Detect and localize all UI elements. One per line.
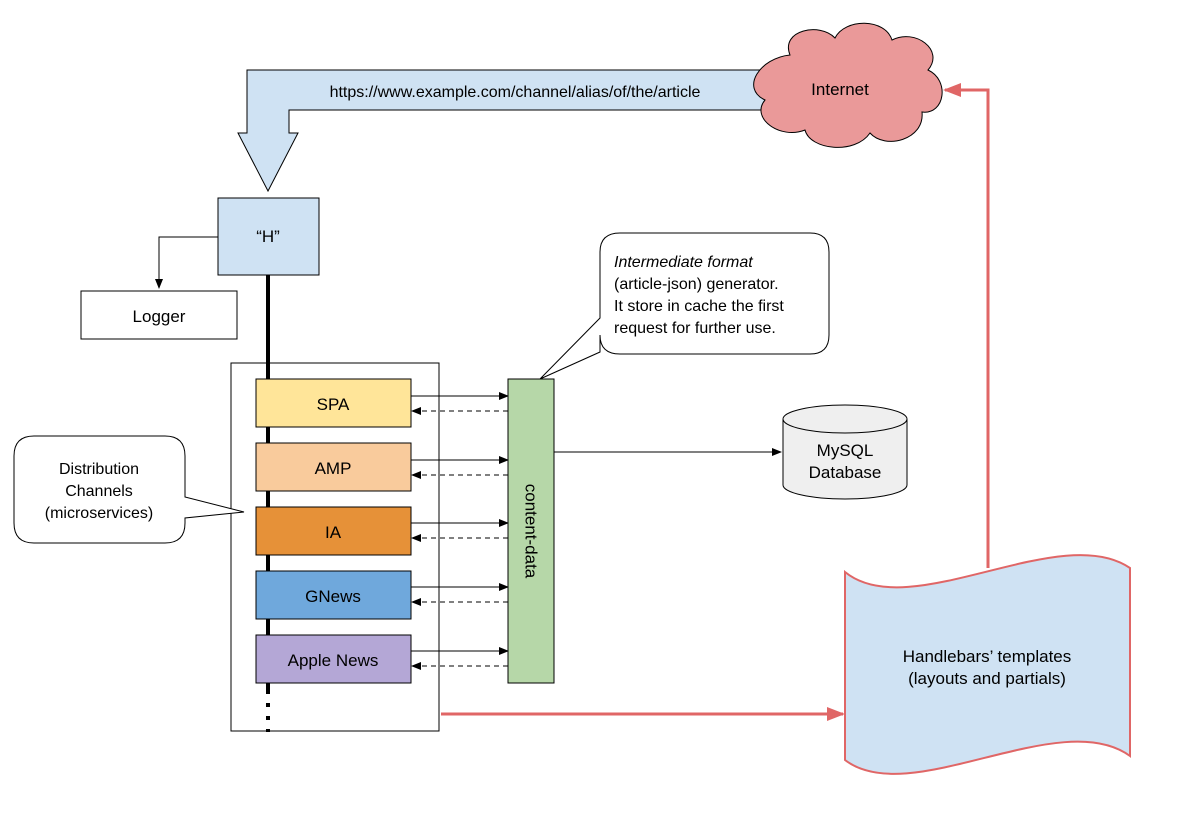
request-response-arrows <box>411 392 509 670</box>
content-data-label: content-data <box>522 484 541 579</box>
callout-line: (microservices) <box>45 505 153 522</box>
templates-to-internet-arrow <box>943 83 990 568</box>
logger-label: Logger <box>133 307 186 326</box>
channel-label: Apple News <box>288 651 379 670</box>
channel-label: SPA <box>317 395 350 414</box>
content-data-box: content-data <box>507 378 555 684</box>
url-arrow: https://www.example.com/channel/alias/of… <box>237 69 779 193</box>
cloud-icon <box>753 22 943 148</box>
templates-shape: Handlebars’ templates (layouts and parti… <box>844 554 1131 775</box>
h-to-logger-connector <box>155 236 218 289</box>
logger-box: Logger <box>80 290 238 340</box>
channel-label: IA <box>325 523 342 542</box>
channels-callout: Distribution Channels (microservices) <box>13 435 245 544</box>
channels-container <box>230 362 440 732</box>
callout-line: Channels <box>65 483 133 500</box>
internet-label: Internet <box>811 80 869 99</box>
channel-ia: IA <box>255 506 412 556</box>
url-text: https://www.example.com/channel/alias/of… <box>330 84 701 101</box>
callout-line: request for further use. <box>614 320 776 337</box>
channel-label: AMP <box>315 459 352 478</box>
channel-gnews: GNews <box>255 570 412 620</box>
internet-cloud: Internet <box>753 22 943 148</box>
callout-line: It store in cache the first <box>614 298 784 315</box>
channel-spa: SPA <box>255 378 412 428</box>
channel-amp: AMP <box>255 442 412 492</box>
callout-line: Distribution <box>59 461 139 478</box>
database-label-line1: MySQL <box>817 441 874 460</box>
url-arrow-shape <box>237 69 779 193</box>
h-node: “H” <box>217 197 320 276</box>
h-node-label: “H” <box>256 227 280 246</box>
generator-callout: Intermediate format (article-json) gener… <box>539 232 830 380</box>
callout-line: (article-json) generator. <box>614 276 779 293</box>
database-label-line2: Database <box>809 463 882 482</box>
database-icon: MySQL Database <box>782 404 908 500</box>
callout-line-italic: Intermediate format <box>614 254 753 271</box>
templates-label-line1: Handlebars’ templates <box>903 647 1072 666</box>
templates-label-line2: (layouts and partials) <box>908 669 1066 688</box>
channel-apple-news: Apple News <box>255 634 412 684</box>
channel-label: GNews <box>305 587 361 606</box>
